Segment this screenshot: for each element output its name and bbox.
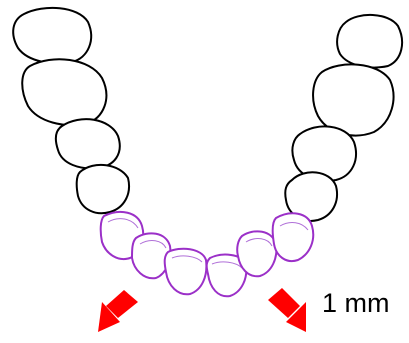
anterior-tooth-right-canine bbox=[273, 213, 314, 261]
left-arrow bbox=[98, 290, 138, 332]
left-tooth-2 bbox=[22, 59, 106, 125]
left-tooth-1 bbox=[13, 8, 91, 64]
right-tooth-1 bbox=[337, 15, 402, 68]
right-tooth-2 bbox=[313, 64, 393, 135]
right-arrow bbox=[268, 288, 306, 332]
scale-label: 1 mm bbox=[322, 288, 390, 319]
left-tooth-4 bbox=[77, 165, 129, 213]
left-tooth-3 bbox=[56, 119, 120, 168]
